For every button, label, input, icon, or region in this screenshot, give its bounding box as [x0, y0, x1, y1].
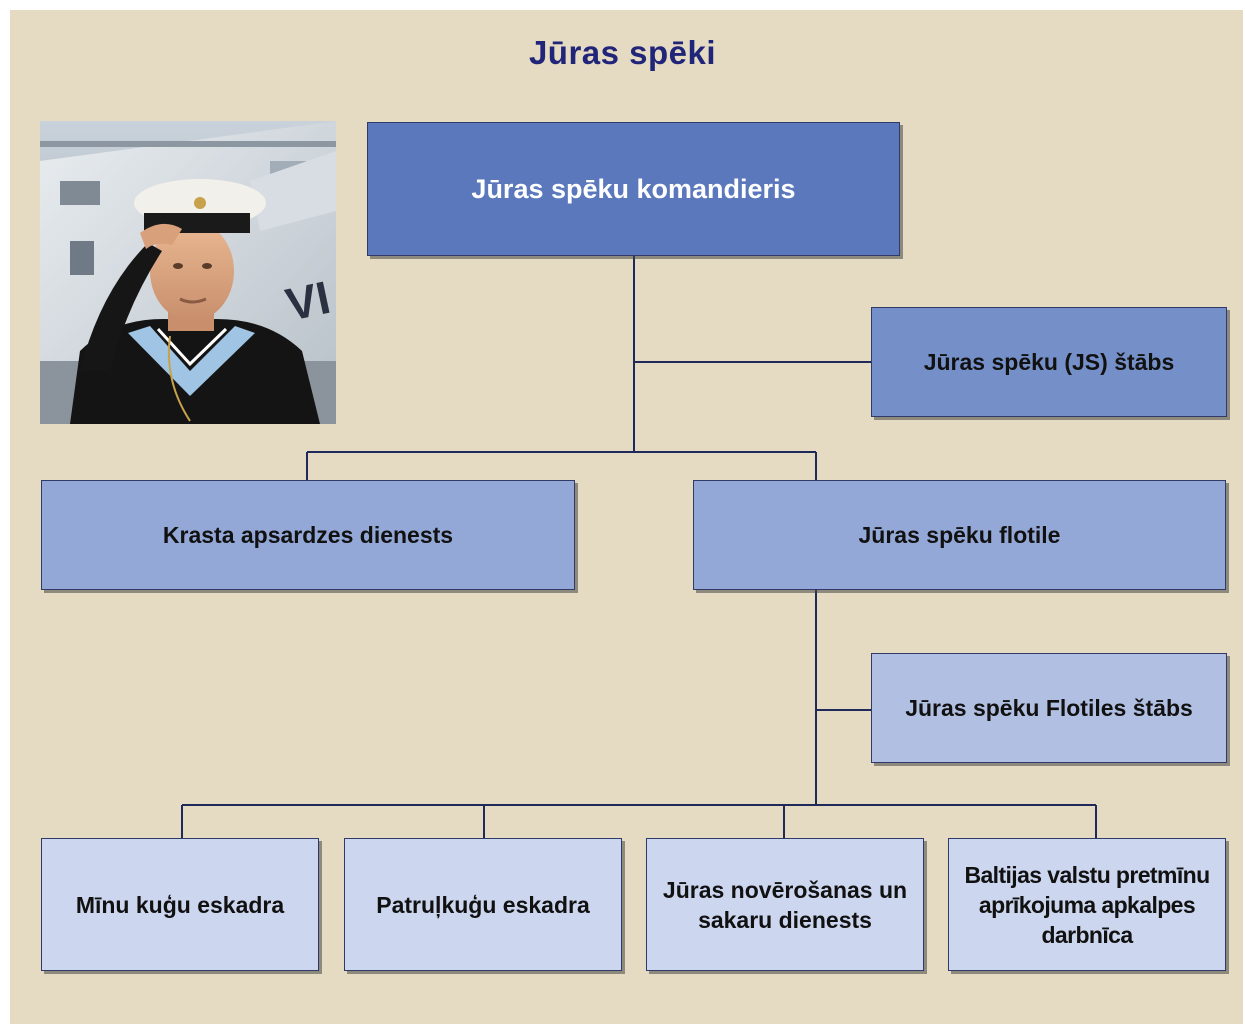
node-surveillance-service-label: Jūras novērošanas un sakaru dienests [662, 876, 908, 933]
node-commander: Jūras spēku komandieris [367, 122, 900, 256]
saluting-sailor-photo: VI [40, 121, 336, 424]
node-navy-hq: Jūras spēku (JS) štābs [871, 307, 1227, 417]
node-flotilla-label: Jūras spēku flotile [858, 522, 1061, 548]
node-flotilla-hq: Jūras spēku Flotiles štābs [871, 653, 1227, 763]
node-baltic-workshop-label: Baltijas valstu pretmīnu aprīkojuma apka… [964, 861, 1210, 948]
node-flotilla-hq-label: Jūras spēku Flotiles štābs [905, 695, 1193, 721]
node-navy-hq-label: Jūras spēku (JS) štābs [923, 349, 1175, 375]
node-coast-guard-label: Krasta apsardzes dienests [162, 522, 454, 548]
diagram-title: Jūras spēki [528, 34, 717, 71]
node-flotilla: Jūras spēku flotile [693, 480, 1226, 590]
node-mine-squadron: Mīnu kuģu eskadra [41, 838, 319, 971]
node-patrol-squadron-label: Patruļkuģu eskadra [376, 891, 590, 918]
node-coast-guard: Krasta apsardzes dienests [41, 480, 575, 590]
node-patrol-squadron: Patruļkuģu eskadra [344, 838, 622, 971]
svg-text:VI: VI [281, 271, 334, 331]
node-baltic-workshop: Baltijas valstu pretmīnu aprīkojuma apka… [948, 838, 1226, 971]
node-commander-label: Jūras spēku komandieris [471, 174, 796, 204]
node-mine-squadron-label: Mīnu kuģu eskadra [75, 891, 285, 918]
node-surveillance-service: Jūras novērošanas un sakaru dienests [646, 838, 924, 971]
